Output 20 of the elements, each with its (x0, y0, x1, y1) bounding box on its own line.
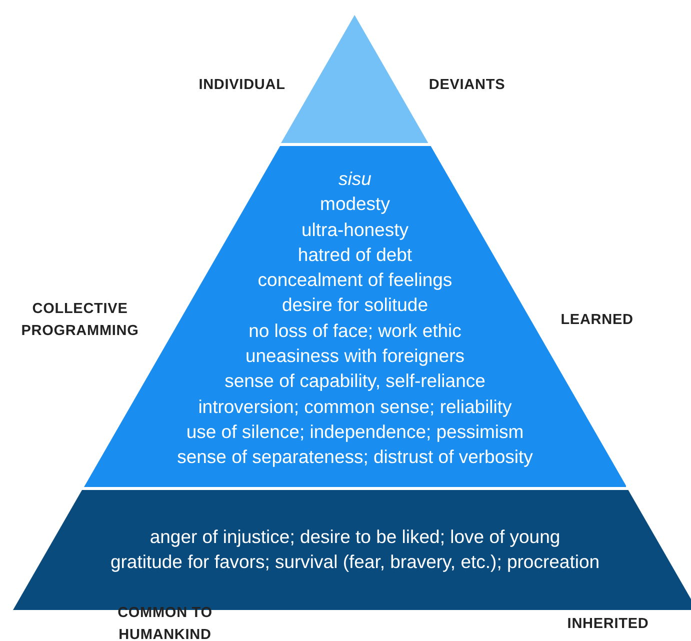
tier-label: LEARNED (560, 311, 634, 330)
tier-label: DEVIANTS (428, 76, 506, 95)
tier-label: COMMON TO HUMANKIND (116, 604, 214, 641)
tier-label: INDIVIDUAL (198, 76, 286, 95)
trait-text: no loss of face; work ethic (248, 318, 462, 343)
trait-text: modesty (320, 192, 390, 216)
trait-text: concealment of feelings (258, 268, 452, 292)
trait-text: introversion; common sense; reliability (198, 394, 512, 419)
trait-text: gratitude for favors; survival (fear, bravery, etc.); procreation (110, 550, 600, 574)
trait-text: desire for solitude (282, 293, 428, 318)
tier-label: INHERITED (567, 615, 649, 634)
trait-text: ultra-honesty (302, 218, 408, 242)
trait-text: sense of capability, self-reliance (224, 369, 486, 394)
trait-text: sisu (338, 167, 372, 191)
trait-text: use of silence; independence; pessimism (186, 420, 524, 444)
trait-text: sense of separateness; distrust of verbosity (177, 445, 533, 470)
trait-text: hatred of debt (298, 242, 412, 267)
trait-text: anger of injustice; desire to be liked; love of young (150, 525, 560, 549)
trait-text: uneasiness with foreigners (245, 344, 465, 368)
tier-label: COLLECTIVE PROGRAMMING (20, 300, 140, 341)
